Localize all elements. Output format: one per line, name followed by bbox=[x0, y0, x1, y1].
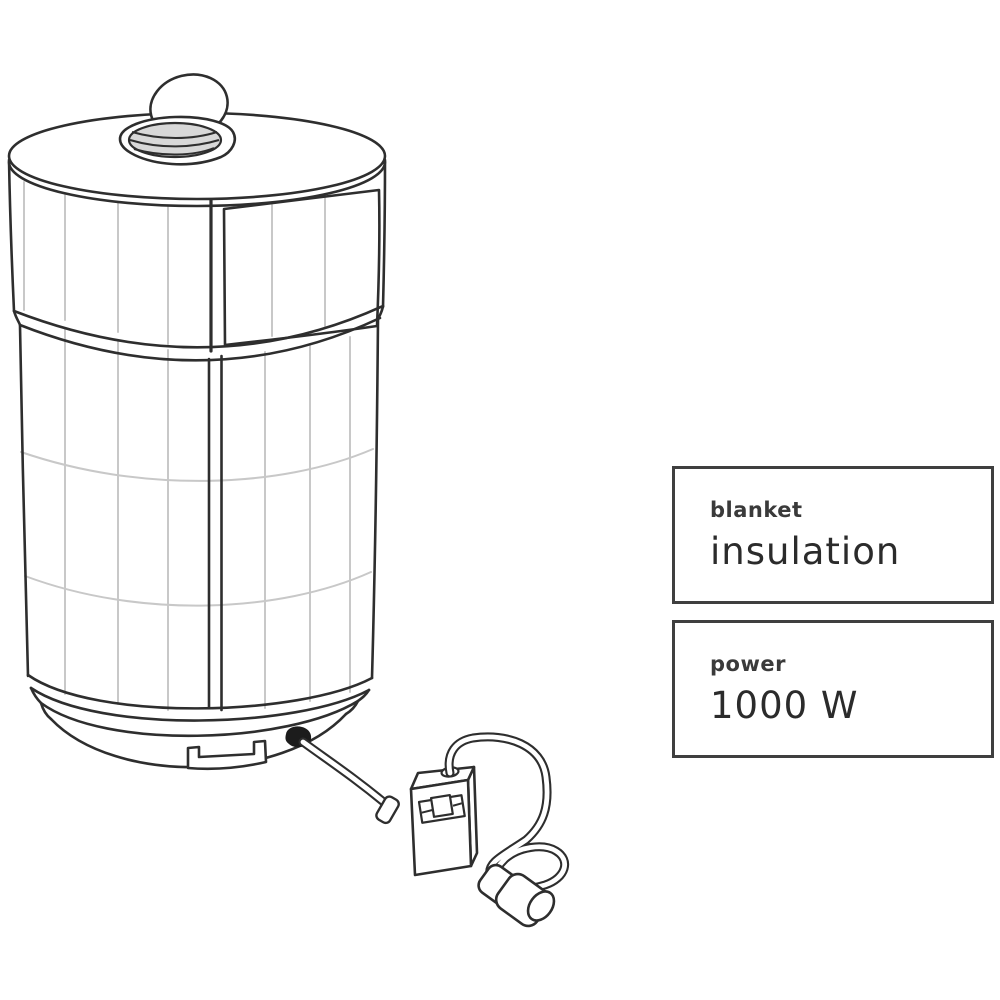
spec-label-blanket: blanket bbox=[710, 498, 803, 522]
tank-left-edge-upper bbox=[7, 158, 16, 313]
tank-right-edge-lower bbox=[370, 317, 380, 680]
power-spec-card: power 1000 W bbox=[672, 620, 994, 758]
power-cord-to-controller bbox=[298, 737, 391, 809]
cap-opening-ridges bbox=[129, 131, 220, 156]
blanket-bottom-edge bbox=[26, 673, 374, 710]
cap-opening bbox=[127, 121, 223, 159]
tank-right-edge-upper bbox=[381, 158, 387, 309]
tank-rim-line bbox=[7, 160, 387, 208]
controller-front-face bbox=[409, 778, 473, 877]
controller-display-window bbox=[429, 793, 454, 818]
spec-value-wattage: 1000 W bbox=[710, 684, 859, 728]
insulation-spec-card: blanket insulation bbox=[672, 466, 994, 604]
tank-left-edge-lower bbox=[18, 324, 30, 678]
controller-box bbox=[409, 765, 479, 877]
power-plug bbox=[477, 863, 556, 928]
controller-display bbox=[417, 793, 466, 824]
base-handle-bracket bbox=[186, 739, 268, 771]
blanket-upper-panel bbox=[222, 188, 381, 347]
flip-cap bbox=[118, 73, 237, 166]
blanket-top-band bbox=[12, 304, 385, 349]
plug-end-face bbox=[526, 890, 556, 922]
blanket-panel-seam-lines bbox=[20, 181, 374, 711]
cord-ferrule bbox=[375, 795, 400, 825]
spec-value-insulation: insulation bbox=[710, 530, 901, 574]
tank-body bbox=[7, 111, 387, 771]
spec-label-power: power bbox=[710, 652, 786, 676]
